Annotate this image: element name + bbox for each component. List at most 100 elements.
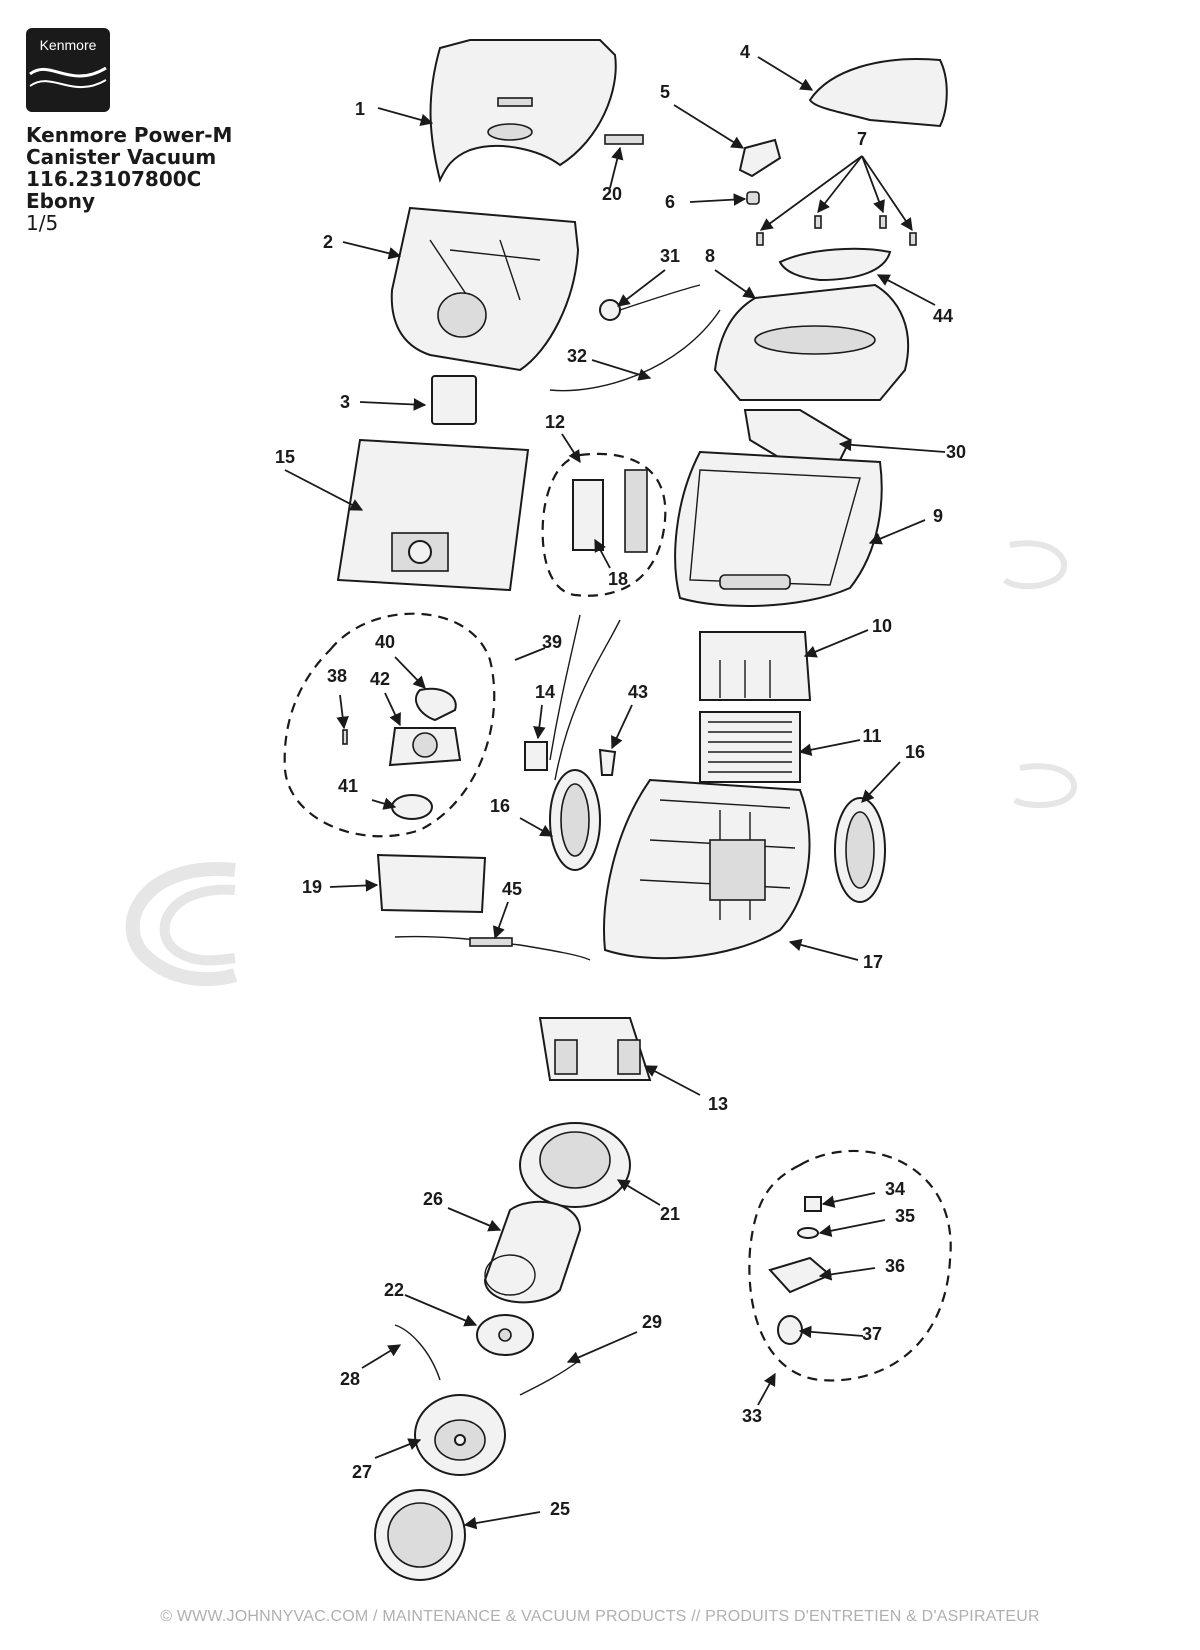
leader-31 — [616, 269, 666, 307]
label-31: 31 — [660, 246, 680, 266]
label-27: 27 — [352, 1462, 372, 1482]
top-cover-slot — [497, 97, 533, 107]
group-39-outline — [283, 612, 496, 838]
label-43: 43 — [628, 682, 648, 702]
dust-bag-hole — [408, 540, 432, 564]
leader-7a — [759, 155, 863, 231]
label-9: 9 — [933, 506, 943, 526]
part-3-bracket — [431, 375, 477, 425]
leader-16b — [861, 761, 901, 803]
leader-14 — [533, 704, 546, 740]
handle-frame-window — [754, 325, 876, 355]
label-6: 6 — [665, 192, 675, 212]
hepa-filter-frame — [699, 711, 801, 783]
leader-35 — [818, 1219, 886, 1237]
leader-15 — [284, 469, 364, 511]
label-19: 19 — [302, 877, 322, 897]
part-31-cord-plug — [599, 299, 621, 321]
part-29-wire — [519, 1359, 581, 1396]
part-34-clip — [804, 1196, 822, 1212]
leader-8 — [714, 269, 757, 299]
upper-housing-inner — [689, 469, 861, 586]
watermark-swirl-1 — [125, 862, 238, 987]
leader-1 — [377, 107, 434, 127]
label-42: 42 — [370, 669, 390, 689]
title-block: Kenmore Power-M Canister Vacuum 116.2310… — [26, 124, 232, 234]
base-shape — [603, 778, 811, 960]
leader-16a — [519, 817, 554, 837]
leader-13 — [643, 1065, 701, 1096]
motor-ring-inner — [387, 1502, 453, 1568]
label-37: 37 — [862, 1324, 882, 1344]
label-2: 2 — [323, 232, 333, 252]
part-18-filter-right — [624, 469, 648, 553]
label-20: 20 — [602, 184, 622, 204]
label-29: 29 — [642, 1312, 662, 1332]
motor-sleeve-rim — [484, 1254, 536, 1296]
watermark-swirl-4 — [1013, 763, 1078, 809]
label-4: 4 — [740, 42, 750, 62]
hepa-filter-pleats — [708, 721, 792, 773]
part-38-pin — [342, 729, 348, 745]
part-43-wire-nut — [598, 748, 617, 776]
leader-lines — [284, 56, 946, 1530]
leader-37 — [798, 1325, 864, 1339]
leader-39 — [514, 647, 546, 661]
title-line-number: 116.23107800C — [26, 167, 202, 191]
label-34: 34 — [885, 1179, 905, 1199]
right-wheel-hub — [845, 811, 875, 889]
copyright-footer: © WWW.JOHNNYVAC.COM / MAINTENANCE & VACU… — [160, 1608, 1040, 1625]
label-8: 8 — [705, 246, 715, 266]
label-11: 11 — [862, 726, 881, 746]
logo-wave-top — [29, 66, 107, 78]
label-33: 33 — [742, 1406, 762, 1426]
logo-wave-bottom — [29, 79, 107, 89]
part-45-wire — [394, 935, 591, 961]
part-28-wire — [394, 1324, 441, 1381]
label-14: 14 — [535, 682, 555, 702]
leader-44 — [876, 274, 936, 306]
leader-21 — [616, 1179, 661, 1206]
leader-7b — [817, 155, 863, 213]
leader-27 — [374, 1438, 422, 1459]
leader-7c — [861, 155, 885, 214]
label-17: 17 — [863, 952, 883, 972]
part-30-switch-assembly — [743, 409, 852, 462]
leader-41 — [371, 797, 397, 810]
bag-compartment-port — [437, 292, 487, 338]
title-line-color: Ebony — [26, 189, 95, 213]
leader-45 — [492, 901, 509, 940]
base-grille — [709, 839, 766, 901]
screw-4 — [909, 232, 917, 246]
part-31-wire — [619, 284, 701, 311]
label-41: 41 — [338, 776, 358, 796]
leader-2 — [342, 241, 402, 260]
leader-38 — [336, 694, 349, 730]
label-44: 44 — [933, 306, 953, 326]
label-7: 7 — [857, 129, 867, 149]
label-30: 30 — [946, 442, 966, 462]
title-line-type: Canister Vacuum — [26, 145, 217, 169]
leader-18 — [594, 538, 611, 569]
bag-compartment-ribs — [429, 239, 541, 301]
label-26: 26 — [423, 1189, 443, 1209]
leader-30 — [838, 438, 946, 453]
top-cover-shape — [429, 39, 617, 183]
part-20-label — [604, 134, 644, 145]
label-10: 10 — [872, 616, 892, 636]
logo-background — [26, 28, 110, 112]
label-32: 32 — [567, 346, 587, 366]
label-40: 40 — [375, 632, 395, 652]
leader-42 — [384, 692, 401, 727]
part-5-latch — [738, 138, 782, 178]
part-2-bag-compartment — [390, 206, 580, 372]
label-28: 28 — [340, 1369, 360, 1389]
part-7-screws — [756, 215, 917, 246]
part-6-spring — [746, 191, 760, 205]
leader-33 — [757, 1372, 776, 1406]
label-18: 18 — [608, 569, 628, 589]
label-22: 22 — [384, 1280, 404, 1300]
exhaust-grille-left — [554, 1039, 578, 1075]
leader-9 — [868, 519, 926, 545]
label-45: 45 — [502, 879, 522, 899]
